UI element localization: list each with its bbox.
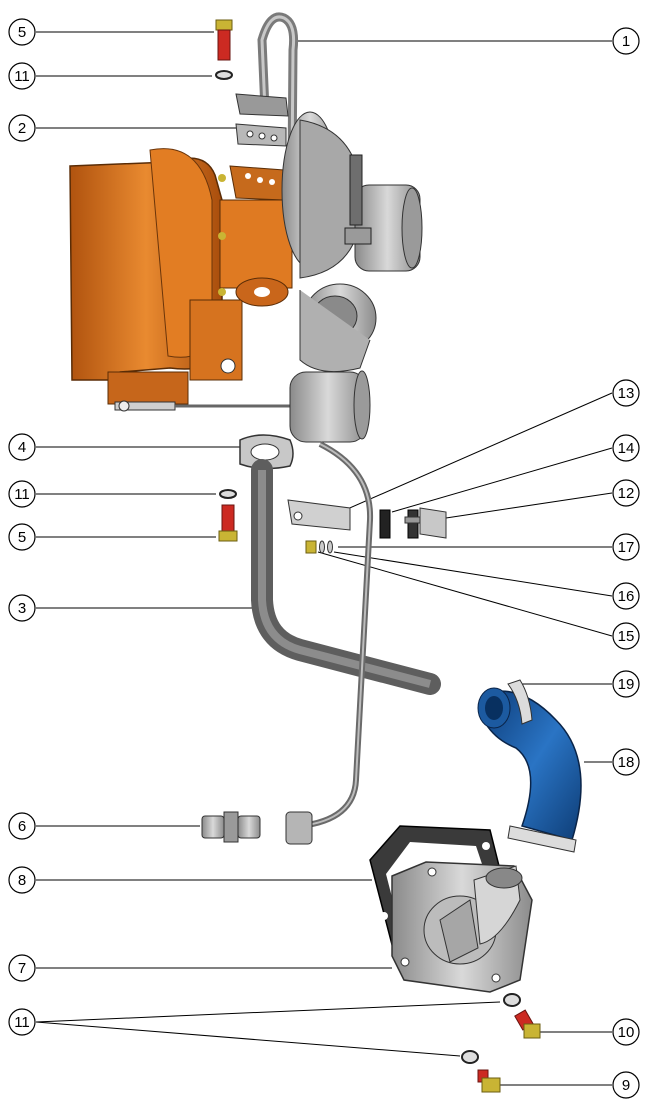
part-11-washer-mid [219,489,237,499]
callout-11a: 11 [8,62,36,90]
svg-text:4: 4 [18,439,26,456]
callout-11c: 11 [8,1008,36,1036]
part-12-clamp [404,507,447,539]
part-9-bolt [477,1069,501,1093]
svg-text:17: 17 [618,539,635,556]
part-2-gasket-flange [229,93,289,201]
callout-2: 2 [8,114,36,142]
callout-19: 19 [612,670,640,698]
part-5-bolt-mid [218,504,238,542]
svg-text:18: 18 [618,754,635,771]
part-14-rubber-clips [379,509,419,539]
svg-text:11: 11 [14,486,30,503]
svg-text:5: 5 [18,529,26,546]
svg-text:19: 19 [618,676,635,693]
callout-1: 1 [612,27,640,55]
svg-text:3: 3 [18,600,26,617]
svg-text:11: 11 [14,68,30,85]
svg-text:13: 13 [618,385,635,402]
callout-14: 14 [612,434,640,462]
callout-18: 18 [612,748,640,776]
callout-17: 17 [612,533,640,561]
part-4-gasket [239,434,294,470]
svg-text:14: 14 [618,440,635,457]
callout-10: 10 [612,1018,640,1046]
svg-text:8: 8 [18,872,26,889]
svg-text:15: 15 [618,628,635,645]
svg-text:2: 2 [18,120,26,137]
part-11-washer-lower-2 [461,1050,479,1064]
leader-12 [445,492,613,519]
leader-13 [335,392,613,515]
parts-15-16-17-nut-washers [305,540,333,554]
oil-return-line [299,441,374,829]
svg-text:10: 10 [618,1024,635,1041]
part-18-blue-hose [477,687,582,841]
callout-11b: 11 [8,480,36,508]
leader-16 [333,551,613,597]
leader-14 [391,447,613,513]
turbo-bearing-housing [69,148,293,405]
part-11-washer-lower-1 [503,993,521,1007]
svg-text:11: 11 [14,1014,30,1031]
callouts: 5 11 2 4 11 5 3 6 8 7 11 1 13 14 12 17 1… [8,18,640,1099]
callout-3: 3 [8,594,36,622]
part-11-washer-top [215,70,233,80]
part-13-bracket [287,499,351,531]
callout-9: 9 [612,1071,640,1099]
part-10-bolt [514,1009,541,1039]
svg-text:6: 6 [18,818,26,835]
turbine-housing [281,111,423,443]
svg-text:9: 9 [622,1077,630,1094]
callout-4: 4 [8,433,36,461]
svg-text:5: 5 [18,24,26,41]
callout-5a: 5 [8,18,36,46]
leader-11c-1 [35,1001,501,1023]
wastegate-rod [114,400,290,412]
callout-15: 15 [612,622,640,650]
svg-text:1: 1 [622,33,630,50]
svg-text:16: 16 [618,588,635,605]
part-6-fitting [201,811,313,845]
leader-11c-2 [35,1021,461,1057]
callout-6: 6 [8,812,36,840]
callout-7: 7 [8,954,36,982]
svg-text:7: 7 [18,960,26,977]
part-19-hose-clamp-top [507,679,533,725]
callout-8: 8 [8,866,36,894]
callout-16: 16 [612,582,640,610]
callout-5b: 5 [8,523,36,551]
callout-12: 12 [612,479,640,507]
part-7-flange-cover [391,861,533,993]
svg-text:12: 12 [618,485,635,502]
hose-clamp-bottom [507,825,577,853]
callout-13: 13 [612,379,640,407]
part-5-bolt-top [215,19,233,61]
